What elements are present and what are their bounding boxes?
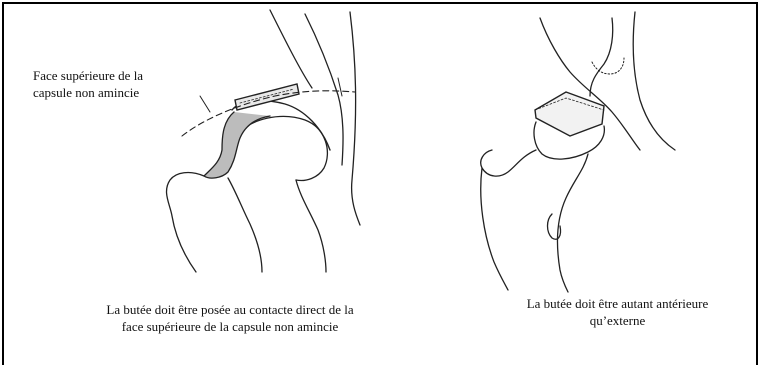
caption-left: La butée doit être posée au contacte dir… [60,301,400,335]
femoral-neck-upper [296,180,326,272]
pelvis-rim-right [590,18,613,96]
ischium-outline [350,12,360,225]
caption-left-line-1: La butée doit être posée au contacte dir… [60,301,400,318]
caption-left-line-2: face supérieure de la capsule non aminci… [60,318,400,335]
iliac-wing-outline [270,10,312,88]
iliac-wing-lower [305,14,343,165]
posterior-column [633,12,675,150]
capsule-thick-band [204,112,270,178]
marker-arrow-right [338,78,342,96]
dotted-contour [592,58,624,74]
femoral-neck-lower [228,178,262,272]
bone-graft-block-right [535,92,604,136]
annotation-line-1: Face supérieure de la [33,67,208,84]
capsule-annotation: Face supérieure de la capsule non aminci… [33,67,208,101]
annotation-line-2: capsule non amincie [33,84,208,101]
greater-trochanter [167,173,204,272]
caption-right-line-2: qu’externe [485,312,750,329]
left-hip-frontal-view [167,10,360,272]
femur-medial-outline [558,154,588,292]
caption-right-line-1: La butée doit être autant antérieure [485,295,750,312]
ilium-outline-right [540,18,640,150]
femur-lateral-outline [481,168,508,290]
right-hip-lateral-view [481,12,675,292]
femoral-head-outline [238,116,327,180]
caption-right: La butée doit être autant antérieure qu’… [485,295,750,329]
trochanter-right [481,150,536,176]
